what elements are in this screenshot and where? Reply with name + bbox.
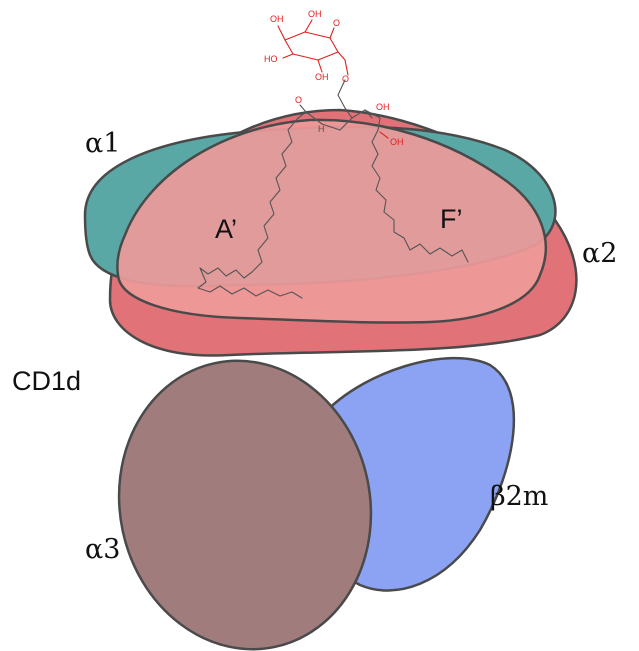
ligand-atom-oh6: OH (390, 137, 404, 147)
ligand-atom-glyco-o: O (342, 74, 349, 84)
ligand-atom-oh2: OH (308, 9, 322, 19)
sphingosine-chain (371, 129, 469, 263)
label-pocket-a: A’ (215, 214, 237, 244)
label-alpha2: α2 (582, 238, 617, 269)
label-beta2m: β2m (490, 481, 548, 512)
glycolipid-ligand (197, 19, 469, 299)
binding-platform (116, 118, 548, 324)
ligand-atom-ho: HO (264, 54, 278, 64)
ligand-atom-oh4: OH (315, 72, 329, 82)
ligand-atom-oh5: OH (376, 102, 390, 112)
ligand-atom-oh1: OH (270, 14, 284, 24)
label-pocket-f: F’ (440, 204, 463, 234)
label-alpha1: α1 (85, 128, 120, 159)
label-alpha3: α3 (85, 534, 120, 565)
ligand-atom-amide-h: H (318, 124, 325, 134)
galactose-ring (277, 19, 349, 76)
ligand-atom-carbonyl-o: O (295, 95, 302, 105)
label-cd1d: CD1d (12, 366, 81, 396)
glycosidic-linker (297, 79, 381, 131)
alpha3-domain (117, 359, 373, 651)
acyl-chain (197, 117, 303, 299)
ligand-atom-ring-o: O (333, 18, 340, 28)
